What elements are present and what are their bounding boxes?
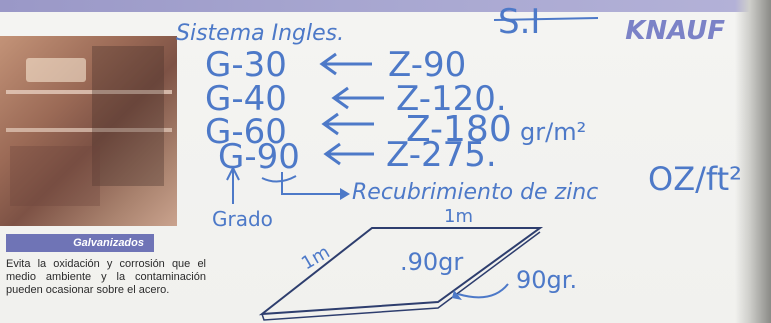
grade-g30: G-30: [205, 45, 287, 85]
arrow-left-icon: [319, 52, 372, 76]
board-edge: [735, 0, 771, 323]
plate-side-top: 1m: [444, 206, 473, 227]
arrow-left-icon: [323, 142, 374, 166]
si-label: S.I: [498, 2, 540, 42]
knauf-logo: KNAUF: [625, 16, 725, 46]
zinc-z180: Z-180: [406, 109, 512, 150]
photo-rail: [6, 128, 172, 132]
grado-label: Grado: [212, 207, 273, 231]
notes-title: Sistema Ingles.: [176, 21, 344, 46]
photo-shadow: [10, 146, 100, 206]
photo-shadow: [92, 46, 164, 186]
plate-outside-value: 90gr.: [516, 266, 577, 294]
grade-g40: G-40: [205, 79, 287, 119]
photo-highlight: [26, 58, 86, 82]
coating-unit: OZ/ft²: [648, 160, 742, 198]
plate-side-left: 1m: [298, 242, 334, 275]
curved-arrow-icon: [457, 283, 509, 299]
si-underline: [493, 17, 599, 21]
coating-label: Recubrimiento de zinc: [352, 180, 598, 205]
arrow-head-icon: [452, 290, 462, 300]
zinc-z120: Z-120.: [396, 79, 507, 119]
brochure-photo: [0, 36, 177, 226]
zinc-unit: gr/m²: [520, 118, 586, 146]
arrow-left-icon: [331, 86, 384, 110]
grade-underline: [261, 175, 297, 183]
galvanizados-banner: Galvanizados: [6, 234, 154, 252]
brochure-body-text: Evita la oxidación y corrosión que el me…: [6, 258, 206, 296]
arrow-left-icon: [321, 112, 374, 136]
arrow-up-icon: [226, 165, 240, 204]
plate-center-value: .90gr: [400, 248, 463, 276]
grade-g60: G-60: [205, 112, 287, 152]
arrow-right-icon: [281, 172, 350, 200]
zinc-z275: Z-275.: [386, 135, 497, 175]
brochure-header-strip: [0, 0, 771, 12]
grade-g90: G-90: [218, 137, 300, 177]
zinc-plate-diagram: [258, 227, 544, 321]
zinc-z90: Z-90: [388, 45, 466, 85]
photo-rail: [6, 90, 172, 94]
